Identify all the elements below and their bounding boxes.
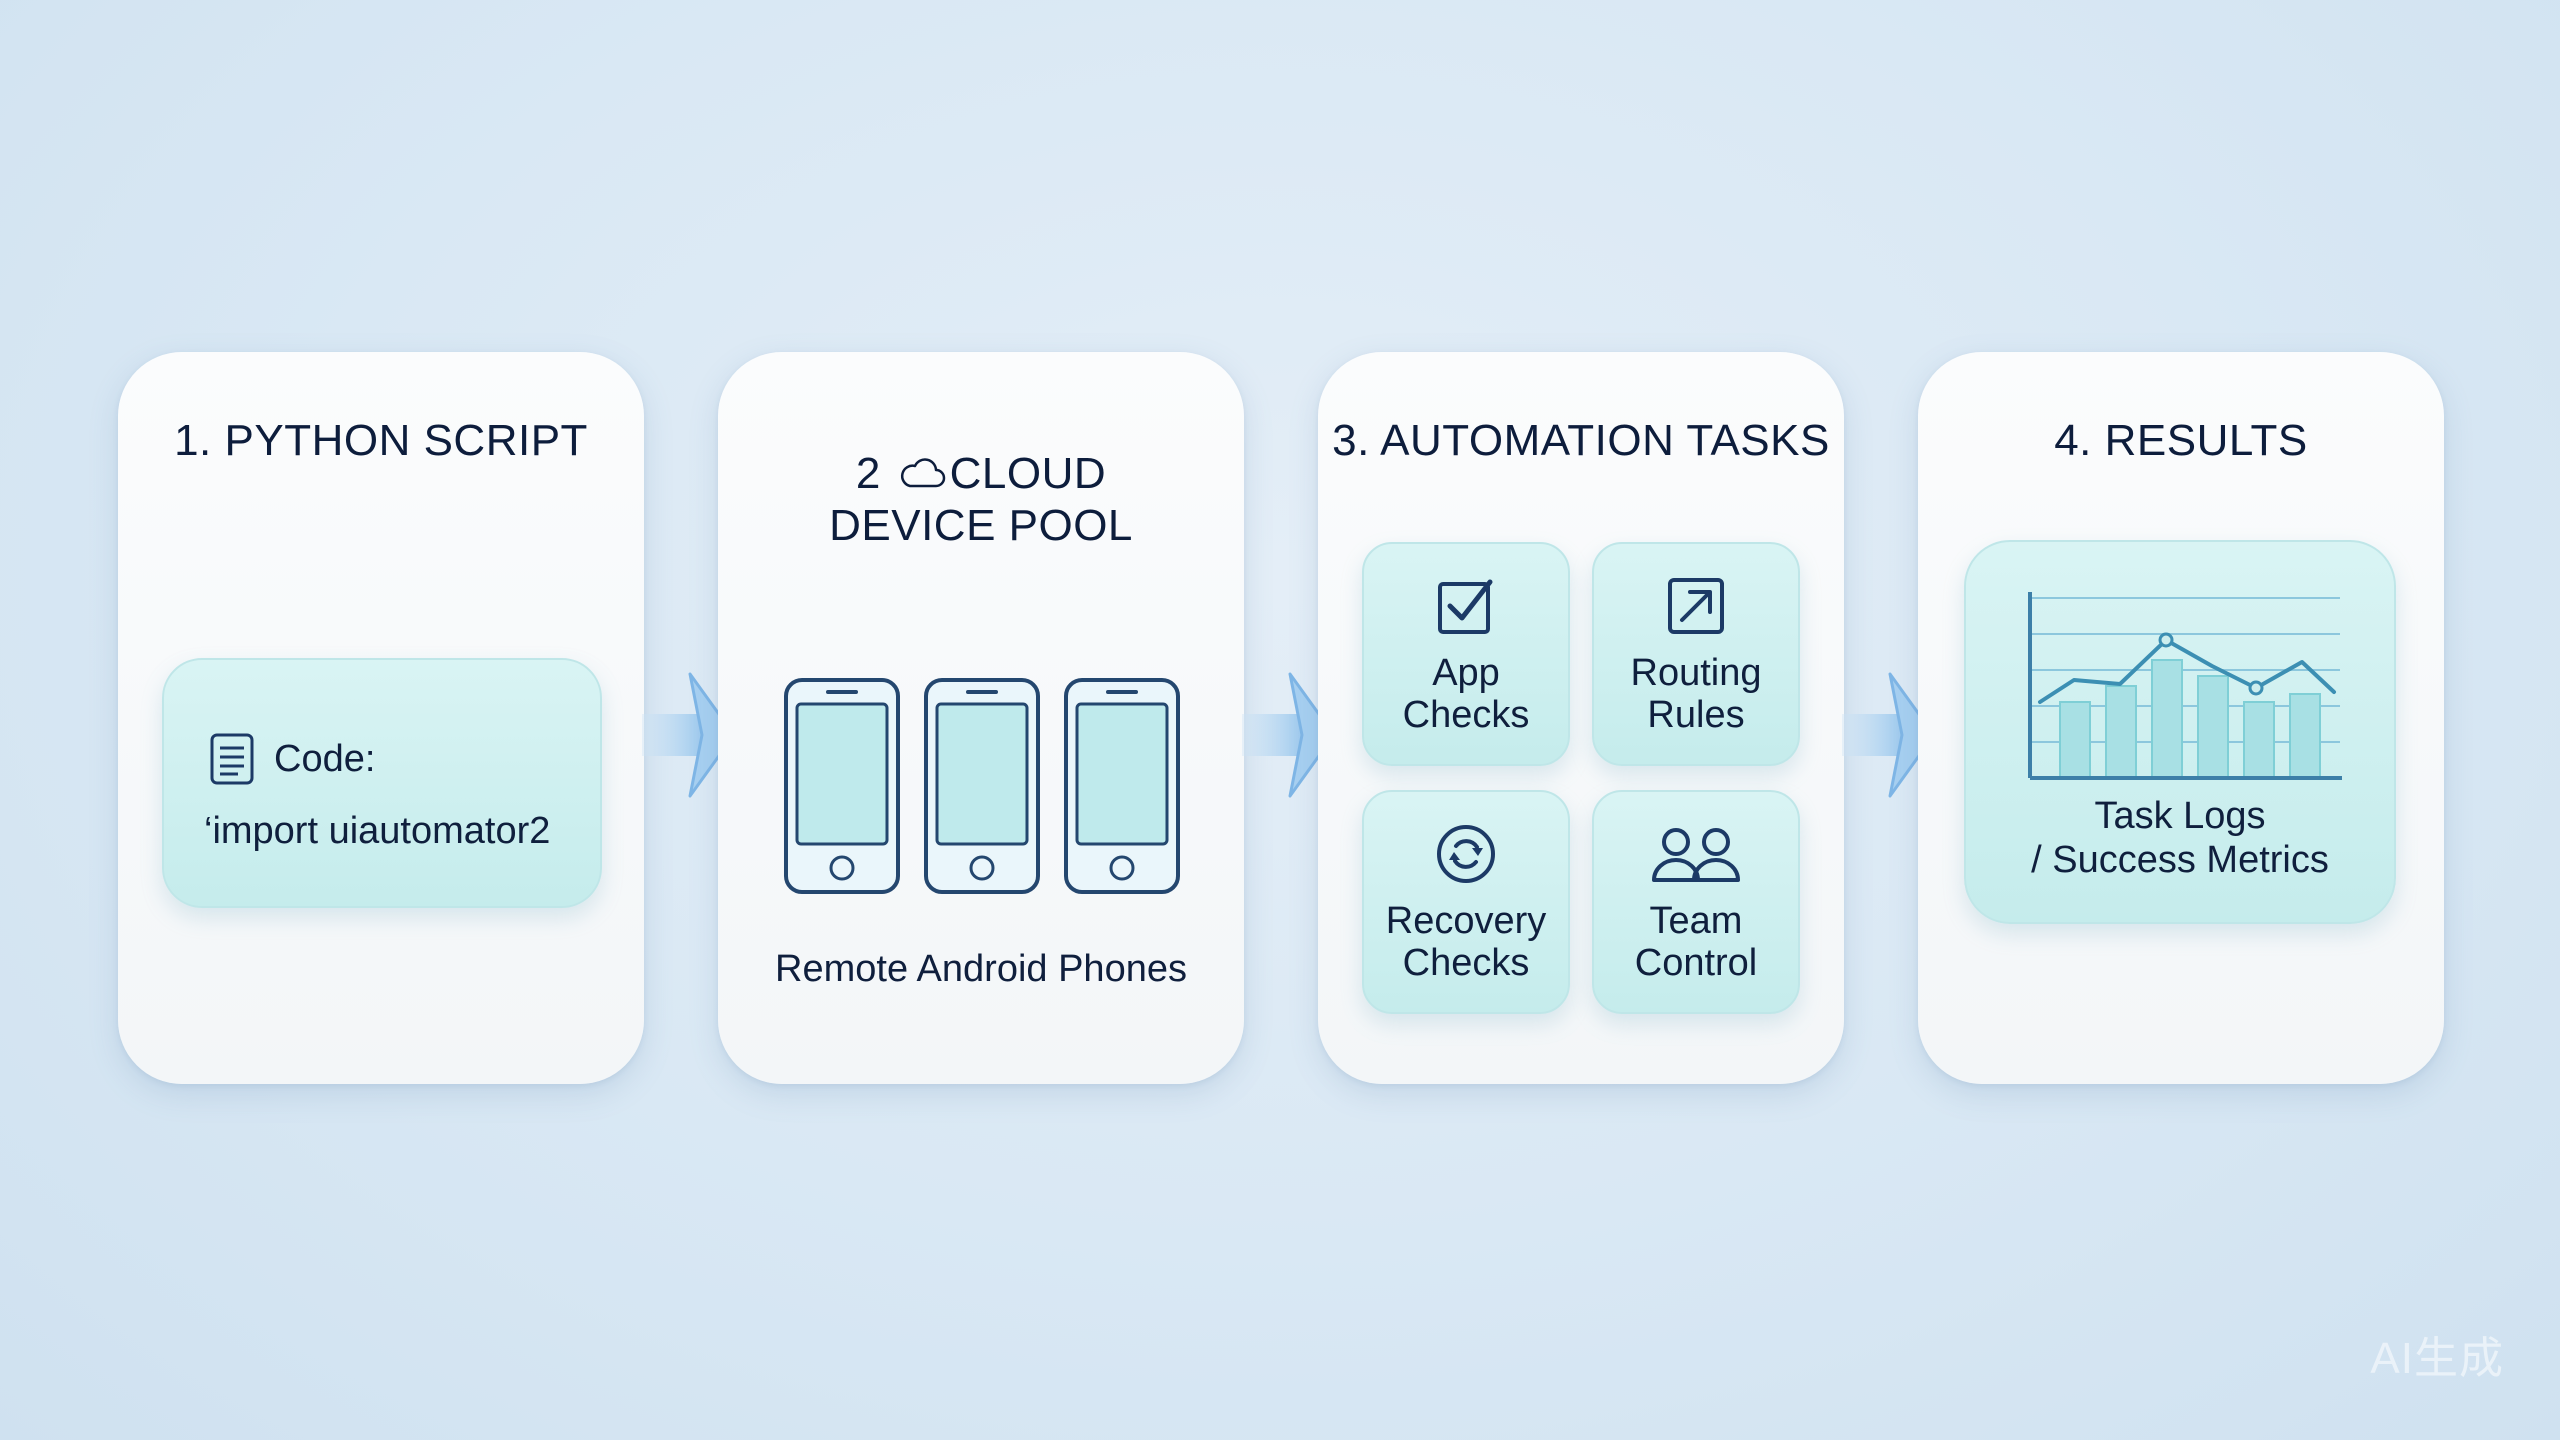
task-tile-team-control: Team Control	[1592, 790, 1800, 1014]
step-title: 4. RESULTS	[2054, 416, 2308, 465]
cloud-icon	[900, 458, 945, 488]
step-automation-tasks: 3. AUTOMATION TASKS App Checks	[1318, 352, 1844, 1084]
code-card: Code: ‘import uiautomator2	[162, 658, 602, 908]
step-number: 2	[855, 449, 881, 498]
smartphone-icon	[1064, 678, 1180, 894]
users-icon	[1652, 828, 1740, 882]
document-icon	[210, 733, 254, 785]
tile-label: Recovery Checks	[1385, 900, 1547, 984]
chart-icon	[2028, 592, 2342, 780]
code-header: Code:	[208, 732, 375, 786]
task-tile-routing-rules: Routing Rules	[1592, 542, 1800, 766]
results-card: Task Logs / Success Metrics	[1964, 540, 2396, 924]
step-title: 3. AUTOMATION TASKS	[1332, 416, 1830, 465]
checkbox-icon	[1438, 579, 1493, 634]
flow-arrow-icon	[1842, 672, 1936, 798]
task-tile-recovery-checks: Recovery Checks	[1362, 790, 1570, 1014]
step-title: 2 CLOUD DEVICE POOL	[718, 448, 1244, 552]
step-cloud-device-pool: 2 CLOUD DEVICE POOL	[718, 352, 1244, 1084]
device-group	[782, 676, 1182, 900]
tile-label: Team Control	[1634, 900, 1758, 984]
tile-label: App Checks	[1402, 652, 1530, 736]
step-python-script: 1. PYTHON SCRIPT Code: ‘import uiautomat…	[118, 352, 644, 1084]
arrow-up-right-box-icon	[1668, 578, 1724, 634]
step-title-line2: DEVICE POOL	[829, 501, 1133, 550]
results-caption: Task Logs / Success Metrics	[2031, 795, 2329, 881]
watermark: AI生成	[2370, 1334, 2504, 1383]
step-title: 1. PYTHON SCRIPT	[174, 416, 588, 465]
step-title-line1: CLOUD	[949, 449, 1107, 498]
smartphone-icon	[924, 678, 1040, 894]
smartphone-icon	[784, 678, 900, 894]
device-caption: Remote Android Phones	[775, 948, 1187, 990]
step-results: 4. RESULTS Task Logs	[1918, 352, 2444, 1084]
flow-arrow-icon	[1242, 672, 1336, 798]
code-label: Code:	[274, 737, 376, 780]
refresh-circle-icon	[1437, 825, 1495, 883]
flow-arrow-icon	[642, 672, 736, 798]
code-text: ‘import uiautomator2	[204, 810, 551, 852]
task-tile-app-checks: App Checks	[1362, 542, 1570, 766]
tile-label: Routing Rules	[1630, 652, 1762, 736]
